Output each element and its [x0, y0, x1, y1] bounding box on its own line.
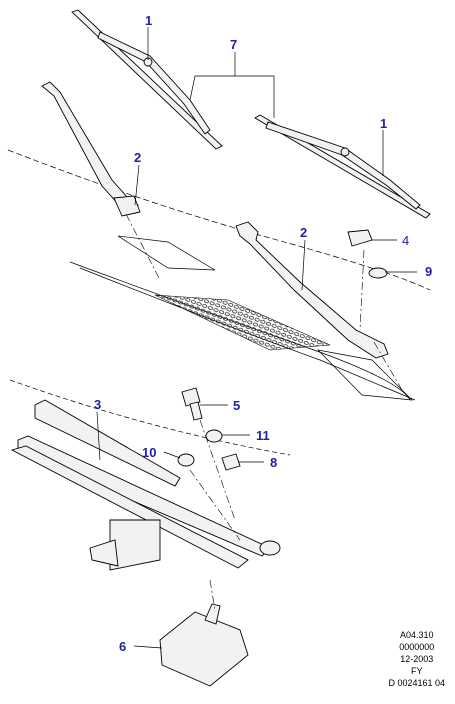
callout-1-left-blade: 1: [145, 13, 153, 28]
bushing-11: [205, 429, 223, 443]
reference-drawing-id: D 0024161 04: [388, 678, 445, 688]
clip-8: [221, 453, 241, 471]
callout-5-bolt: 5: [233, 398, 241, 413]
reference-number: 0000000: [399, 642, 435, 652]
callout-leader-lines: [96, 27, 417, 649]
reference-date: 12-2003: [400, 654, 434, 664]
wiper-arm-left: [41, 81, 141, 217]
wiper-blade-left: [71, 9, 223, 150]
callout-11-bushing: 11: [256, 428, 270, 443]
bolt-5: [181, 387, 203, 421]
wiper-motor-6: [159, 603, 249, 687]
cowl-grille: [154, 294, 331, 351]
callout-3-linkage: 3: [94, 397, 102, 412]
callout-2-left-arm: 2: [134, 150, 142, 165]
wiper-arm-right: [235, 221, 389, 359]
callout-9-cap: 9: [425, 264, 433, 279]
cap-9: [368, 267, 388, 279]
callout-6-motor: 6: [119, 639, 127, 654]
callout-7-blades: 7: [230, 37, 238, 52]
assembly-guide-lines: [125, 213, 403, 611]
callout-10-grommet: 10: [142, 445, 157, 460]
grommet-10: [177, 453, 195, 467]
wiper-linkage-3: [10, 399, 281, 571]
callout-8-clip: 8: [270, 455, 278, 470]
reference-block: A04.310 0000000 12-2003 FY D 0024161 04: [388, 629, 445, 689]
callout-4-nut: 4: [402, 233, 410, 248]
reference-model: FY: [410, 666, 423, 676]
callout-2-right-arm: 2: [300, 225, 308, 240]
nut-4: [347, 229, 373, 247]
reference-code: A04.310: [399, 630, 434, 640]
wiper-blade-right: [254, 114, 431, 219]
callout-1-right-blade: 1: [380, 116, 388, 131]
